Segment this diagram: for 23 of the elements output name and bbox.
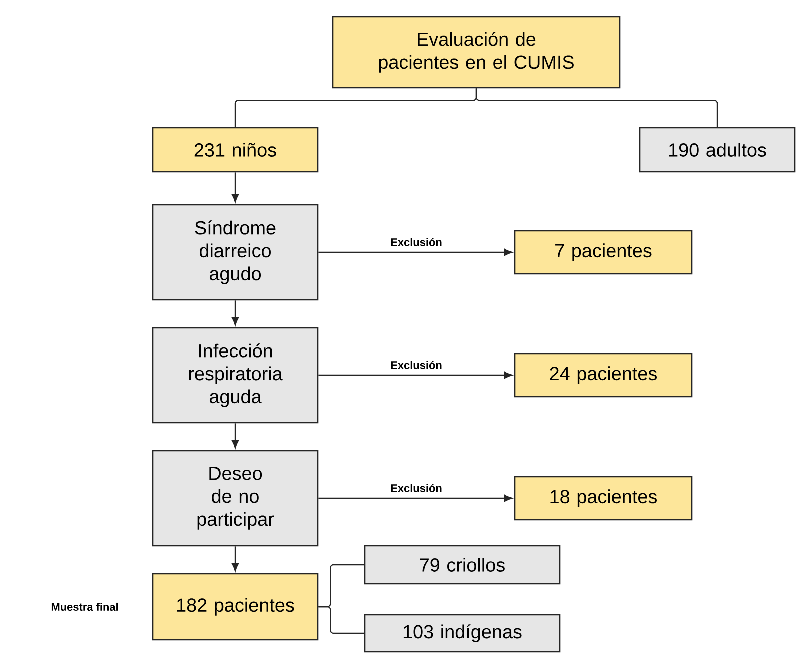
edge-label: Exclusión: [390, 237, 444, 248]
arrow: [318, 495, 513, 502]
arrow: [232, 424, 240, 449]
process-box: Deseo de no participar: [152, 450, 319, 547]
arrow: [318, 372, 513, 379]
edge-label: Exclusión: [390, 483, 444, 494]
process-box: 182 pacientes: [152, 573, 319, 641]
arrow: [232, 546, 240, 572]
arrow: [232, 172, 240, 203]
side-label: Muestra final: [52, 602, 118, 612]
process-box: 79 criollos: [364, 545, 561, 585]
process-box: 7 pacientes: [514, 230, 693, 275]
process-box: 190 adultos: [639, 127, 796, 173]
arrow: [232, 300, 240, 326]
process-box: Síndrome diarreico agudo: [152, 204, 319, 301]
process-box: 24 pacientes: [514, 353, 693, 398]
process-box: Infección respiratoria aguda: [152, 327, 319, 424]
process-box: Evaluación de pacientes en el CUMIS: [332, 16, 621, 89]
arrow: [318, 248, 513, 256]
process-box: 231 niños: [152, 127, 319, 173]
edge-label: Exclusión: [390, 360, 444, 370]
process-box: 18 pacientes: [514, 476, 693, 521]
process-box: 103 indígenas: [364, 614, 561, 653]
